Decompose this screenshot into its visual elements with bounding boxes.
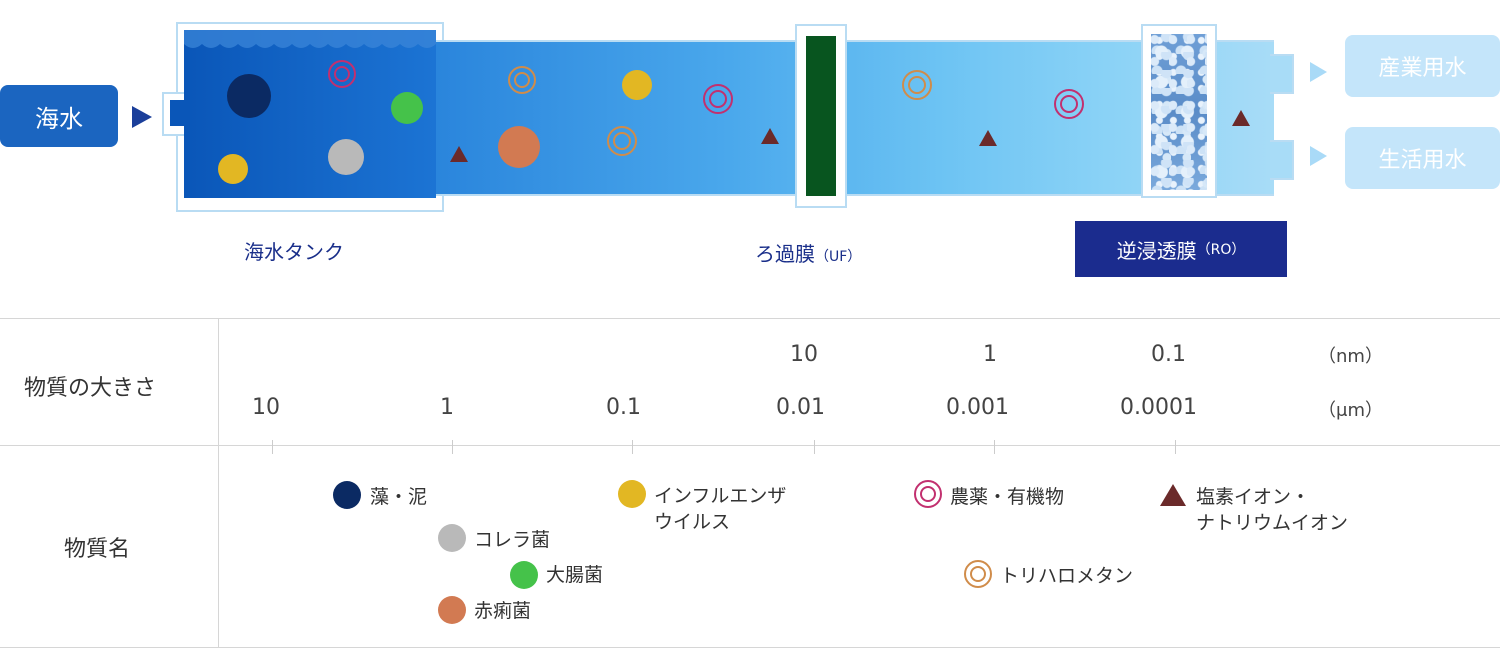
pesticide-legend-icon	[914, 480, 942, 508]
um-value: 0.01	[776, 395, 825, 420]
table-divider-vertical	[218, 318, 219, 648]
scale-tick	[272, 440, 273, 454]
legend-ions-line2: ナトリウムイオン	[1196, 512, 1349, 534]
ecoli-legend-icon	[510, 561, 538, 589]
scale-tick	[994, 440, 995, 454]
legend-ecoli: 大腸菌	[546, 564, 604, 586]
nm-value: 0.1	[1151, 342, 1186, 367]
legend-trihalomethane: トリハロメタン	[1000, 565, 1134, 587]
legend-ions-line1: 塩素イオン・	[1196, 486, 1311, 508]
output-domestic: 生活用水	[1345, 127, 1500, 189]
trihalomethane-particle	[902, 70, 932, 100]
nm-unit: （nm）	[1318, 346, 1383, 367]
table-divider-horizontal	[0, 445, 1500, 446]
scale-tick	[632, 440, 633, 454]
tank-caption: 海水タンク	[244, 236, 344, 265]
tank-inlet-fill	[170, 100, 190, 126]
arrow-right-icon	[1310, 62, 1327, 82]
trihalomethane-particle	[508, 66, 536, 94]
ion-particle	[979, 130, 997, 146]
trihalomethane-legend-icon	[964, 560, 992, 588]
um-value: 10	[252, 395, 280, 420]
pesticide-particle	[1054, 89, 1084, 119]
seawater-input-box: 海水	[0, 85, 118, 147]
name-header: 物質名	[64, 537, 131, 562]
legend-pesticide: 農薬・有機物	[950, 486, 1065, 508]
ion-particle	[1232, 110, 1250, 126]
size-table	[0, 318, 1500, 648]
legend-cholera: コレラ菌	[474, 529, 551, 551]
trihalomethane-particle	[607, 126, 637, 156]
arrow-right-icon	[1310, 146, 1327, 166]
dysentery-legend-icon	[438, 596, 466, 624]
ion-particle	[761, 128, 779, 144]
ion-legend-icon	[1160, 484, 1186, 506]
scale-tick	[452, 440, 453, 454]
arrow-right-icon	[132, 106, 152, 128]
algae-legend-icon	[333, 481, 361, 509]
influenza-legend-icon	[618, 480, 646, 508]
output-industrial-label: 産業用水	[1378, 56, 1467, 81]
pipe	[436, 40, 1274, 196]
ro-caption-text: 逆浸透膜	[1116, 238, 1197, 263]
outlet-lower	[1270, 140, 1294, 180]
um-value: 0.0001	[1120, 395, 1197, 420]
seawater-label: 海水	[35, 104, 83, 133]
ion-particle	[450, 146, 468, 162]
ecoli-particle	[391, 92, 423, 124]
ro-caption: 逆浸透膜（RO）	[1075, 221, 1287, 277]
pesticide-particle	[328, 60, 356, 88]
uf-caption: ろ過膜（UF）	[755, 238, 861, 267]
size-header: 物質の大きさ	[24, 376, 157, 401]
uf-membrane	[806, 36, 836, 196]
ro-caption-abbr: （RO）	[1196, 242, 1246, 258]
uf-caption-text: ろ過膜	[755, 242, 815, 266]
legend-influenza: インフルエンザ ウイルス	[654, 483, 786, 535]
uf-caption-abbr: （UF）	[815, 249, 862, 265]
influenza-particle	[218, 154, 248, 184]
legend-algae: 藻・泥	[370, 486, 428, 508]
legend-influenza-line1: インフルエンザ	[654, 485, 787, 507]
influenza-particle	[622, 70, 652, 100]
legend-ions: 塩素イオン・ ナトリウムイオン	[1196, 484, 1348, 536]
cholera-particle	[328, 139, 364, 175]
algae-particle	[227, 74, 271, 118]
wave-icon	[184, 30, 436, 48]
um-unit: （μm）	[1318, 400, 1383, 421]
output-industrial: 産業用水	[1345, 35, 1500, 97]
scale-tick	[1175, 440, 1176, 454]
tank-caption-text: 海水タンク	[244, 240, 344, 264]
legend-dysentery: 赤痢菌	[474, 600, 532, 622]
legend-influenza-line2: ウイルス	[654, 511, 731, 533]
outlet-upper	[1270, 54, 1294, 94]
output-domestic-label: 生活用水	[1378, 148, 1467, 173]
nm-value: 1	[983, 342, 997, 367]
dysentery-particle	[498, 126, 540, 168]
scale-tick	[814, 440, 815, 454]
um-value: 1	[440, 395, 454, 420]
ro-membrane	[1151, 34, 1207, 190]
um-value: 0.001	[946, 395, 1009, 420]
pesticide-particle	[703, 84, 733, 114]
nm-value: 10	[790, 342, 818, 367]
um-value: 0.1	[606, 395, 641, 420]
cholera-legend-icon	[438, 524, 466, 552]
